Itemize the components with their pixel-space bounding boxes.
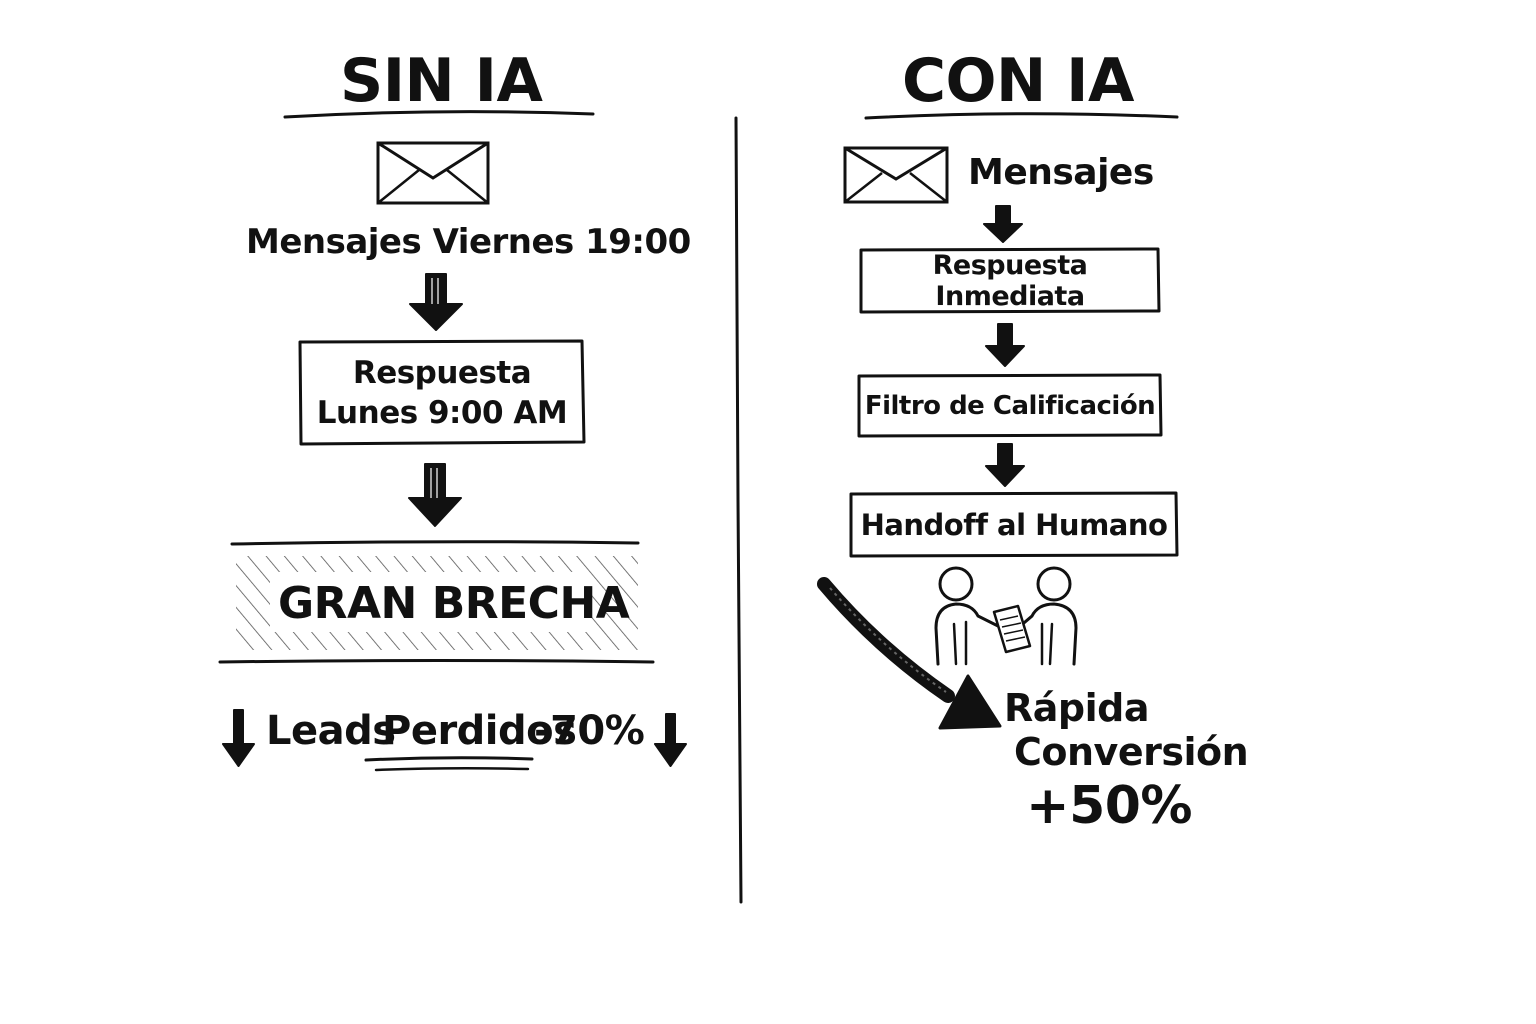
left-response-box: Respuesta Lunes 9:00 AM — [300, 342, 584, 444]
leads-word: Leads — [266, 708, 396, 754]
left-response-box-frame — [298, 339, 586, 446]
step2-box: Filtro de Calificación — [864, 391, 1156, 421]
left-response-line1: Respuesta — [352, 355, 532, 391]
result-line2: Conversión — [1014, 730, 1249, 774]
arrow-down-icon — [408, 463, 462, 527]
result-line1: Rápida — [1004, 686, 1149, 730]
gap-label: GRAN BRECHA — [278, 578, 630, 629]
arrow-down-icon — [222, 709, 255, 767]
step3-box: Handoff al Humano — [860, 508, 1168, 542]
arrow-down-icon — [985, 323, 1025, 367]
left-response-line2: Lunes 9:00 AM — [316, 395, 568, 431]
left-title: SIN IA — [340, 46, 543, 116]
right-messages-label: Mensajes — [968, 152, 1154, 193]
envelope-icon — [843, 146, 949, 204]
arrow-down-icon — [983, 205, 1023, 243]
step1-box: Respuesta Inmediata — [932, 250, 1088, 312]
step2-box-frame — [857, 373, 1163, 438]
left-messages-label: Mensajes Viernes 19:00 — [246, 222, 691, 262]
result-percent: +50% — [1026, 776, 1193, 836]
step3-box-frame — [849, 491, 1179, 558]
step1-box-frame — [859, 247, 1161, 314]
right-title: CON IA — [902, 46, 1134, 116]
left-percent: -70% — [534, 708, 645, 754]
arrow-down-icon — [654, 713, 687, 767]
envelope-icon — [376, 141, 490, 205]
lost-word: Perdidos — [382, 708, 577, 754]
arrow-down-icon — [985, 443, 1025, 487]
handshake-icon — [934, 566, 1078, 666]
arrow-down-icon — [409, 273, 463, 331]
